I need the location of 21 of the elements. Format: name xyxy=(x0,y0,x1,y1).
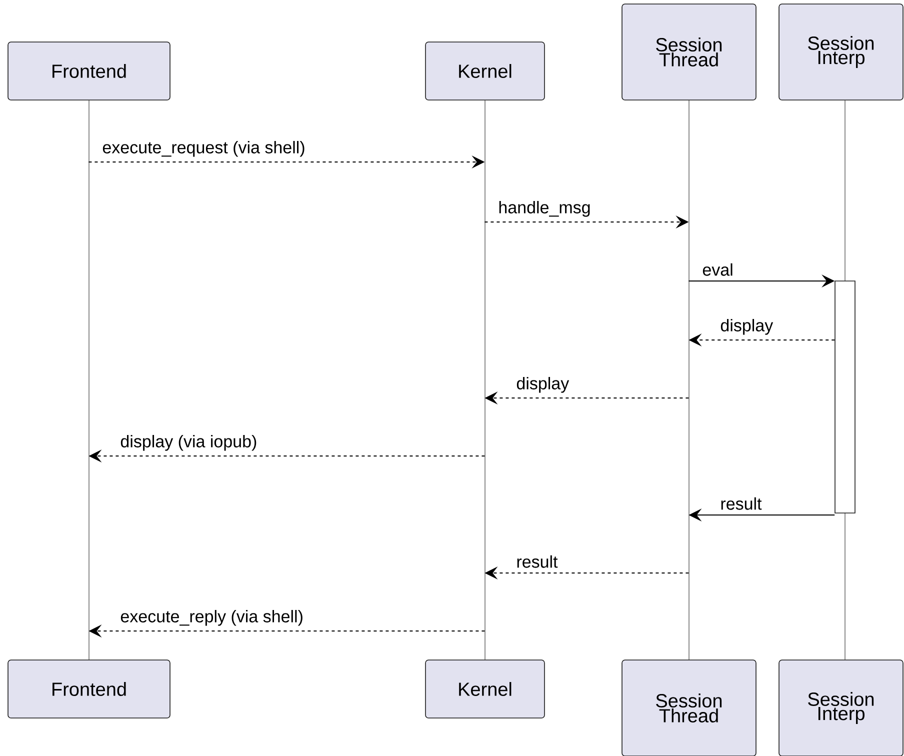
edge-label: eval xyxy=(701,262,734,277)
edge-label: display (via iopub) xyxy=(119,434,258,452)
participant-box: Session Thread xyxy=(622,4,756,100)
participant-box: Frontend xyxy=(8,660,170,718)
edge-label: handle_msg xyxy=(497,200,592,218)
lifeline xyxy=(688,100,690,660)
edge-label: execute_reply (via shell) xyxy=(119,608,304,627)
lifeline xyxy=(88,100,90,660)
edge-label: execute_request (via shell) xyxy=(101,140,306,158)
participant-box: Kernel xyxy=(425,42,545,100)
participant-box: Session Thread xyxy=(622,660,756,756)
edge-label: display xyxy=(515,376,570,394)
participant-box: Session Interp xyxy=(778,660,904,756)
lifeline xyxy=(484,100,486,660)
participant-box: Kernel xyxy=(425,660,545,718)
edge-label: result xyxy=(515,554,559,569)
participant-box: Frontend xyxy=(8,42,170,100)
activation-bar xyxy=(834,280,856,514)
edge-label: display xyxy=(719,318,774,336)
participant-box: Session Interp xyxy=(778,4,904,100)
edge-label: result xyxy=(719,496,763,511)
